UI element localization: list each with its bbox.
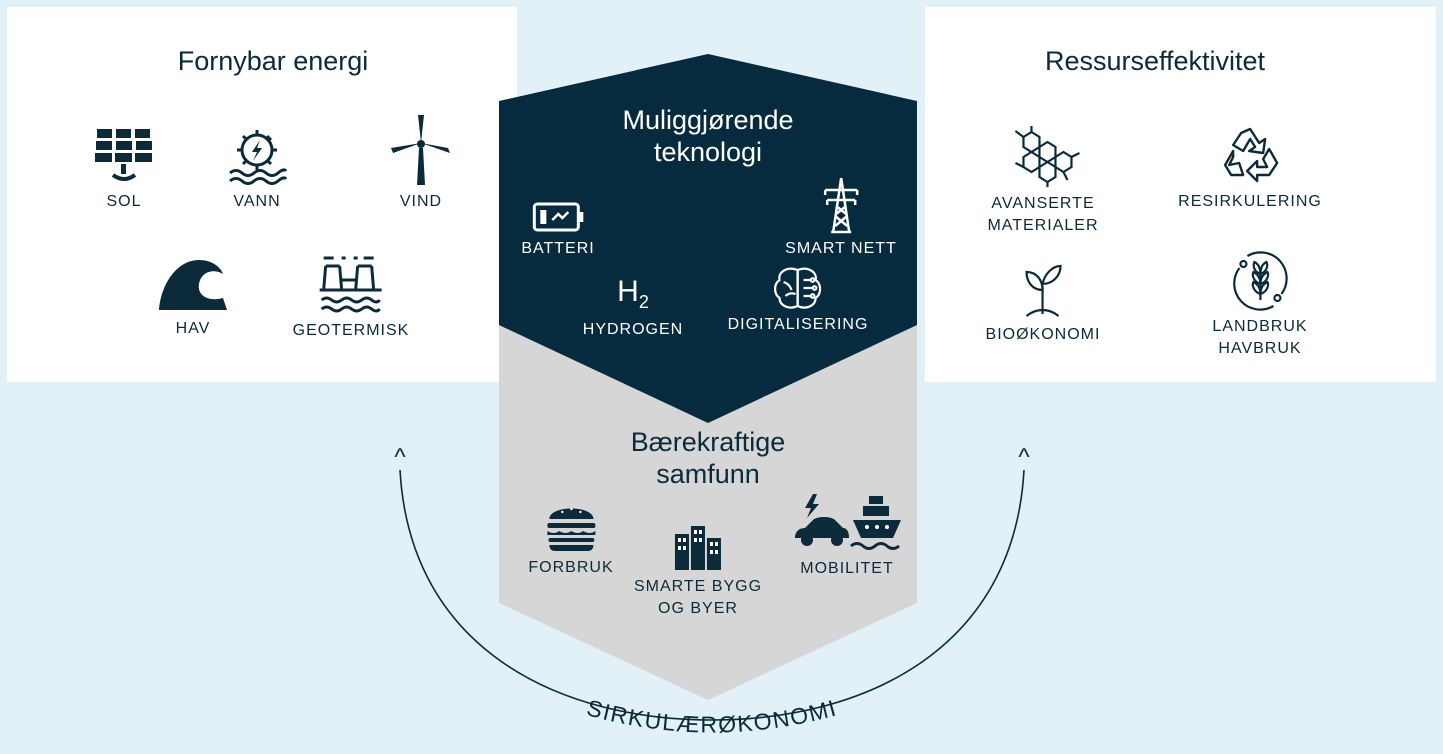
label-digitalisering: DIGITALISERING xyxy=(727,316,869,333)
renewable-energy-title: Fornybar energi xyxy=(177,46,369,76)
item-forbruk: FORBRUK xyxy=(528,497,613,579)
hydrogen-symbol: H2 xyxy=(617,275,649,312)
enabling-technology-shape xyxy=(499,54,917,423)
solar-panel-icon xyxy=(95,129,152,181)
label-resirkulering: RESIRKULERING xyxy=(1178,193,1322,210)
label-biookonomi: BIOØKONOMI xyxy=(985,326,1101,343)
label-batteri: BATTERI xyxy=(521,240,595,257)
enabling-technology-title: Muliggjørende teknologi xyxy=(622,105,794,167)
geothermal-icon xyxy=(320,256,382,313)
circular-economy-label: SIRKULÆRØKONOMI xyxy=(584,694,840,737)
electric-car-ship-icon xyxy=(795,494,901,550)
item-geotermisk: GEOTERMISK xyxy=(293,254,410,342)
sprout-icon xyxy=(1025,264,1063,317)
label-sol: SOL xyxy=(106,193,142,210)
item-smart-nett: SMART NETT xyxy=(785,176,897,260)
sustainable-society-title: Bærekraftige samfunn xyxy=(630,427,786,489)
item-vann: VANN xyxy=(226,125,288,213)
resource-efficiency-title: Ressurseffektivitet xyxy=(1044,46,1266,76)
cycle-arrow-left: ^ xyxy=(394,444,406,471)
city-buildings-icon xyxy=(675,526,721,570)
label-smarte-bygg: SMARTE BYGG OG BYER xyxy=(633,578,763,617)
wind-turbine-icon xyxy=(391,115,450,185)
label-smart-nett: SMART NETT xyxy=(785,240,897,257)
wave-icon xyxy=(159,260,227,310)
label-hydrogen: HYDROGEN xyxy=(582,321,684,338)
item-digitalisering: DIGITALISERING xyxy=(728,266,869,336)
burger-icon xyxy=(546,507,595,551)
item-batteri: BATTERI xyxy=(521,200,594,260)
item-hav: HAV xyxy=(157,254,229,340)
label-landbruk-havbruk: LANDBRUK HAVBRUK xyxy=(1212,318,1308,357)
item-smarte-bygg: SMARTE BYGG OG BYER xyxy=(634,522,762,620)
renewable-energy-panel xyxy=(7,7,517,382)
item-hydrogen: H2 HYDROGEN xyxy=(583,275,683,341)
label-avanserte-materialer: AVANSERTE MATERIALER xyxy=(987,195,1099,234)
molecular-lattice-icon xyxy=(1014,126,1080,187)
circular-economy-arc xyxy=(399,469,1025,721)
power-pylon-icon xyxy=(823,177,859,234)
hydro-power-icon xyxy=(229,130,288,185)
label-vann: VANN xyxy=(233,193,281,210)
item-landbruk-havbruk: LANDBRUK HAVBRUK xyxy=(1212,250,1307,360)
label-forbruk: FORBRUK xyxy=(528,559,614,576)
item-biookonomi: BIOØKONOMI xyxy=(986,262,1101,346)
cycle-arrow-right: ^ xyxy=(1018,444,1030,471)
label-geotermisk: GEOTERMISK xyxy=(292,322,410,339)
item-mobilitet: MOBILITET xyxy=(791,492,903,580)
item-sol: SOL xyxy=(93,125,155,213)
wheat-circle-icon xyxy=(1232,251,1288,311)
item-avanserte-materialer: AVANSERTE MATERIALER xyxy=(987,123,1098,237)
label-hav: HAV xyxy=(175,320,211,337)
battery-icon xyxy=(532,202,583,232)
item-resirkulering: RESIRKULERING xyxy=(1178,125,1322,213)
resource-efficiency-panel xyxy=(925,7,1436,382)
label-mobilitet: MOBILITET xyxy=(800,560,894,577)
item-vind: VIND xyxy=(388,113,454,213)
brain-circuit-icon xyxy=(774,267,822,309)
label-vind: VIND xyxy=(399,193,443,210)
recycle-icon xyxy=(1223,127,1279,183)
